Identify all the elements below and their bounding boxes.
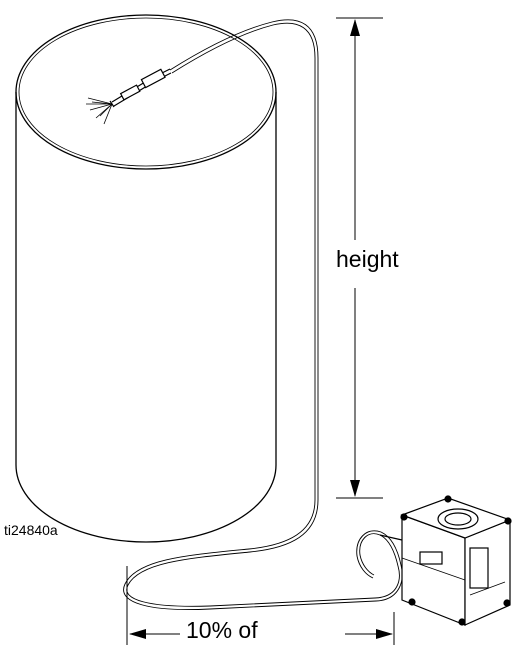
- pump-motor: [469, 547, 489, 589]
- spray-gun-nozzle: [119, 84, 141, 101]
- width-arrow-left: [129, 629, 146, 639]
- height-label: height: [336, 246, 399, 272]
- pump-unit: [379, 495, 512, 626]
- height-arrow-up: [350, 19, 360, 36]
- figure-reference-id: ti24840a: [4, 522, 58, 538]
- fluid-hose: [123, 19, 403, 610]
- pump-top-tank: [437, 508, 479, 530]
- spray-pattern: [86, 97, 113, 125]
- width-label: 10% of: [186, 617, 258, 643]
- spray-gun: [109, 68, 172, 108]
- height-arrow-down: [350, 480, 360, 497]
- cylinder-bottom-arc: [15, 464, 277, 543]
- cylinder-top-rim: [18, 17, 274, 167]
- cylinder-tank: [15, 14, 277, 543]
- spray-gun-body: [140, 68, 166, 89]
- height-dimension: [336, 17, 383, 499]
- width-dimension: [126, 566, 395, 645]
- pump-control-box: [419, 551, 443, 565]
- width-arrow-right: [376, 629, 393, 639]
